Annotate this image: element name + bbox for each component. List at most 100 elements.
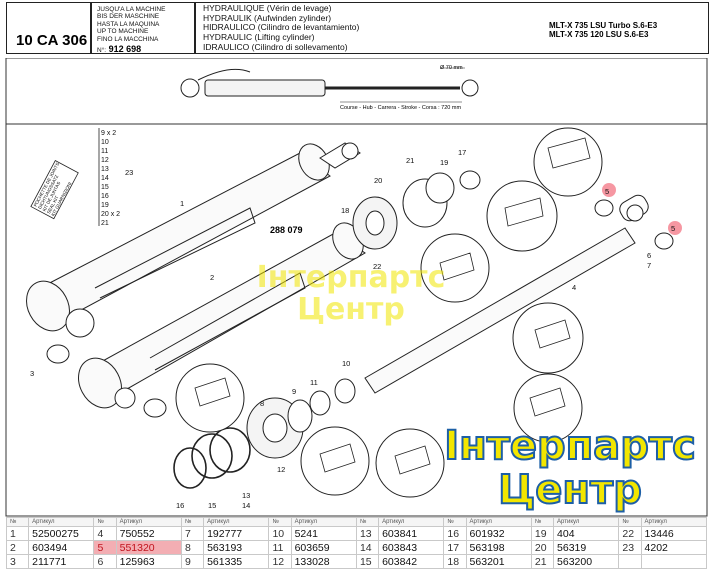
kit-item: 20 x 2 <box>101 211 120 218</box>
watermark-corner: Інтерпартс Центр <box>430 423 710 513</box>
title-line: HYDRAULIQUE (Vérin de levage) <box>203 3 332 13</box>
part-article: 56319 <box>553 540 620 555</box>
cylinder-head <box>352 170 481 250</box>
cylinder-body-1 <box>26 142 361 338</box>
serial-line: BIS DER MASCHINE <box>97 13 160 21</box>
kit-item: 16 <box>101 193 109 200</box>
col-no: № <box>355 517 380 527</box>
hydraulic-titles: HYDRAULIQUE (Vérin de levage) HYDRAULIK … <box>203 3 360 53</box>
kit-item: 21 <box>101 220 109 227</box>
part-article: 750552 <box>115 526 182 541</box>
kit-item: 19 <box>101 202 109 209</box>
callout-22: 22 <box>373 262 381 271</box>
serial-number: 912 698 <box>108 44 142 54</box>
callout-16: 16 <box>176 501 184 510</box>
callout-2: 2 <box>210 273 214 282</box>
callout-10: 10 <box>342 359 350 368</box>
serial-line: UP TO MACHINE <box>97 28 149 36</box>
piston-rod-4 <box>364 194 649 394</box>
kit-item: 15 <box>101 184 109 191</box>
callout-1: 1 <box>180 199 184 208</box>
col-no: № <box>443 517 467 527</box>
watermark-line: Центр <box>297 292 405 327</box>
exploded-view-drawing: Ø 70 mm Course - Hub - Carrera - Stroke … <box>5 58 708 517</box>
title-line: HYDRAULIC (Lifting cylinder) <box>203 32 315 43</box>
part-number: 12 <box>268 554 292 569</box>
col-no: № <box>5 517 30 527</box>
model-list: MLT-X 735 LSU Turbo S.6-E3 MLT-X 735 120… <box>549 21 657 39</box>
col-article: Артикул <box>640 517 708 527</box>
part-article: 601932 <box>465 526 532 541</box>
serial-line: JUSQU'A LA MACHINE <box>97 6 166 13</box>
kit-item: 9 x 2 <box>101 130 116 137</box>
callout-9: 9 <box>292 387 296 396</box>
dimension-label: Ø 70 mm <box>440 65 463 71</box>
kit-item: 14 <box>101 175 109 182</box>
callout-5b: 5 <box>671 224 675 233</box>
col-no: № <box>268 517 292 527</box>
title-line: IDRAULICO (Cilindro di sollevamento) <box>203 41 348 52</box>
watermark-line: Інтерпартс <box>256 260 446 295</box>
callout-6: 6 <box>647 251 651 260</box>
part-number: 3 <box>5 554 30 569</box>
overview-cylinder <box>180 67 479 103</box>
watermark-center: Інтерпартс Центр <box>246 262 456 326</box>
part-number: 14 <box>355 540 380 555</box>
part-number: 7 <box>180 526 205 541</box>
col-no: № <box>618 517 642 527</box>
title-line: HYDRAULIK (Aufwinden zylinder) <box>203 12 332 23</box>
serial-box: JUSQU'A LA MACHINE BIS DER MASCHINE HAST… <box>90 2 196 54</box>
col-article: Артикул <box>378 517 445 527</box>
part-number: 6 <box>93 554 117 569</box>
part-article: 404 <box>553 526 620 541</box>
watermark-line: Центр <box>497 467 643 513</box>
part-article: 603659 <box>290 540 357 555</box>
col-no: № <box>180 517 205 527</box>
serial-line: HASTA LA MAQUINA <box>97 20 160 28</box>
callout-11: 11 <box>310 378 318 387</box>
title-line: HIDRAULICO (Cilindro de levantamiento) <box>203 22 360 33</box>
header: 10 CA 306 JUSQU'A LA MACHINE BIS DER MAS… <box>0 0 713 58</box>
highlight-marker <box>602 183 682 235</box>
part-article: 563200 <box>553 554 620 569</box>
part-article: 5241 <box>290 526 357 541</box>
kit-item: 13 <box>101 166 109 173</box>
part-article: 563193 <box>203 540 270 555</box>
part-article: 4202 <box>640 540 708 555</box>
stroke-label: Course - Hub - Carrera - Stroke - Corsa … <box>340 105 461 111</box>
part-number: 20 <box>530 540 555 555</box>
part-number: 19 <box>530 526 555 541</box>
serial-lines: JUSQU'A LA MACHINE BIS DER MASCHINE HAST… <box>97 6 165 43</box>
callout-8: 8 <box>260 399 264 408</box>
seal-kit-label: POCHETTE DE JOINTS DICHTUNGSSATZ KIT DE … <box>30 160 79 220</box>
kit-item: 11 <box>101 148 108 155</box>
part-number: 5 <box>93 540 117 555</box>
bushing-3 <box>46 344 167 418</box>
part-article: 192777 <box>203 526 270 541</box>
kit-item: 10 <box>101 139 109 146</box>
part-number: 1 <box>5 526 30 541</box>
part-article: 603842 <box>378 554 445 569</box>
part-article: 211771 <box>28 554 95 569</box>
title-box: HYDRAULIQUE (Vérin de levage) HYDRAULIK … <box>194 2 709 54</box>
callout-14: 14 <box>242 501 250 510</box>
part-number: 17 <box>443 540 467 555</box>
model-name: MLT-X 735 120 LSU S.6-E3 <box>549 30 649 39</box>
col-article: Артикул <box>465 517 532 527</box>
part-article: 561335 <box>203 554 270 569</box>
part-number: 13 <box>355 526 380 541</box>
part-number: 18 <box>443 554 467 569</box>
part-article: 125963 <box>115 554 182 569</box>
part-number: 9 <box>180 554 205 569</box>
code-box: 10 CA 306 <box>6 2 92 54</box>
part-article: 13446 <box>640 526 708 541</box>
part-number: 15 <box>355 554 380 569</box>
callout-15: 15 <box>208 501 216 510</box>
callout-12: 12 <box>277 465 285 474</box>
callout-21: 21 <box>406 156 414 165</box>
part-number: 21 <box>530 554 555 569</box>
